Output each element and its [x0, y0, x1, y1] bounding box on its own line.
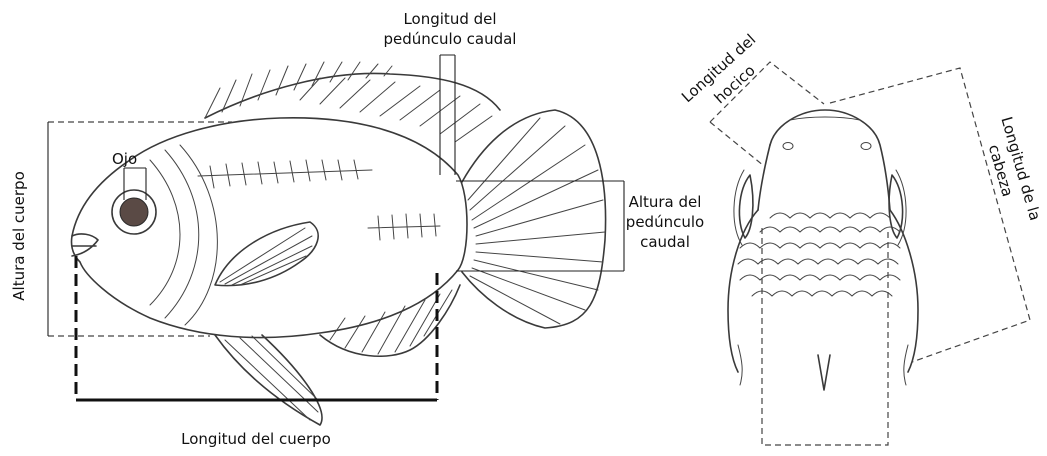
top-view-head-outline	[770, 110, 890, 210]
lateral-line-upper	[198, 160, 372, 188]
label-peduncle-height-line1: Altura del	[629, 193, 702, 211]
lateral-line-lower	[368, 214, 440, 240]
mouth	[72, 234, 98, 256]
label-peduncle-height-line3: caudal	[640, 233, 690, 251]
label-eye: Ojo	[112, 150, 137, 168]
measure-body-width	[762, 228, 888, 445]
label-peduncle-length-line1: Longitud del	[403, 10, 496, 28]
label-peduncle-height-line2: pedúnculo	[626, 213, 704, 231]
eye-icon	[112, 190, 156, 234]
measure-head-length	[830, 68, 1030, 362]
label-peduncle-length-line2: pedúnculo caudal	[384, 30, 517, 48]
label-body-height: Altura del cuerpo	[10, 171, 28, 300]
fish-side-view	[71, 62, 605, 425]
measure-eye	[124, 168, 146, 200]
label-body-length: Longitud del cuerpo	[181, 430, 331, 448]
caudal-fin	[462, 110, 606, 328]
pelvic-fin	[215, 335, 322, 425]
pectoral-fin	[215, 222, 318, 286]
measure-peduncle-length	[440, 55, 455, 175]
operculum	[150, 145, 217, 325]
measure-snout-length	[710, 62, 824, 166]
fish-top-view	[728, 110, 918, 390]
anal-fin	[320, 285, 460, 356]
dorsal-fin	[205, 62, 500, 142]
